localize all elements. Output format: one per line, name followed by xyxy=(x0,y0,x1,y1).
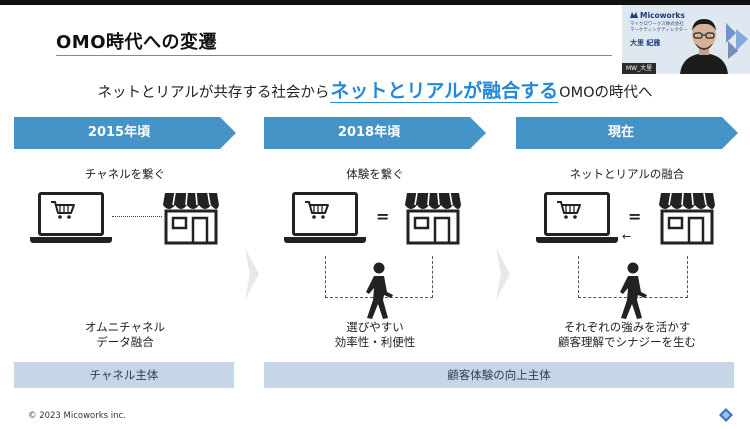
speaker-name: 大里 紀雅 xyxy=(630,38,660,48)
era-2-desc-line2: 効率性・利便性 xyxy=(264,335,486,350)
title-rule xyxy=(56,55,612,56)
headline-post: OMOの時代へ xyxy=(559,85,652,101)
cart-icon xyxy=(50,200,76,220)
store-icon xyxy=(162,191,220,245)
slide-title: OMO時代への変遷 xyxy=(56,28,217,54)
era-3-description: それぞれの強みを活かす 顧客理解でシナジーを生む xyxy=(516,320,738,350)
era-band-2018: 2018年頃 xyxy=(264,117,486,149)
era-1-desc-line1: オムニチャネル xyxy=(14,320,236,335)
chevron-right-icon xyxy=(245,248,259,300)
speaker-avatar xyxy=(678,11,730,74)
walking-person-icon xyxy=(360,262,398,320)
equals-sign: = xyxy=(628,207,641,226)
headline: ネットとリアルが共存する社会からネットとリアルが融合するOMOの時代へ xyxy=(0,76,750,103)
era-2-desc-line1: 選びやすい xyxy=(264,320,486,335)
webcam-participant-label: MW_大里 xyxy=(622,63,656,74)
cart-icon xyxy=(304,200,330,220)
cart-icon xyxy=(556,200,582,220)
dotted-connector xyxy=(112,216,162,217)
era-band-2015: 2015年頃 xyxy=(14,117,236,149)
micoworks-mark-icon xyxy=(630,12,638,18)
headline-pre: ネットとリアルが共存する社会から xyxy=(97,85,329,101)
webcam-feed: Micoworks マイクロワークス株式会社 マーケティングディレクター 大里 … xyxy=(622,5,750,74)
store-icon xyxy=(658,191,716,245)
webcam-brand: Micoworks xyxy=(630,11,685,20)
headline-highlight: ネットとリアルが融合する xyxy=(330,80,558,103)
era-2-subtitle: 体験を繋ぐ xyxy=(264,166,486,182)
left-arrow-icon: ← xyxy=(622,230,631,243)
customer-experience-bar: 顧客体験の向上主体 xyxy=(264,362,734,388)
store-icon xyxy=(404,191,462,245)
era-3-subtitle: ネットとリアルの融合 xyxy=(516,166,738,182)
era-1-description: オムニチャネル データ融合 xyxy=(14,320,236,350)
copyright-text: © 2023 Micoworks inc. xyxy=(28,411,126,421)
era-3-desc-line2: 顧客理解でシナジーを生む xyxy=(516,335,738,350)
walking-person-icon xyxy=(614,262,652,320)
era-2-description: 選びやすい 効率性・利便性 xyxy=(264,320,486,350)
channel-focus-bar: チャネル主体 xyxy=(14,362,234,388)
era-1-subtitle: チャネルを繋ぐ xyxy=(14,166,236,182)
era-3-desc-line1: それぞれの強みを活かす xyxy=(516,320,738,335)
chevron-right-icon xyxy=(496,248,510,300)
equals-sign: = xyxy=(376,207,389,226)
era-1-desc-line2: データ融合 xyxy=(14,335,236,350)
micoworks-logo-icon xyxy=(718,407,734,423)
era-band-current: 現在 xyxy=(516,117,738,149)
